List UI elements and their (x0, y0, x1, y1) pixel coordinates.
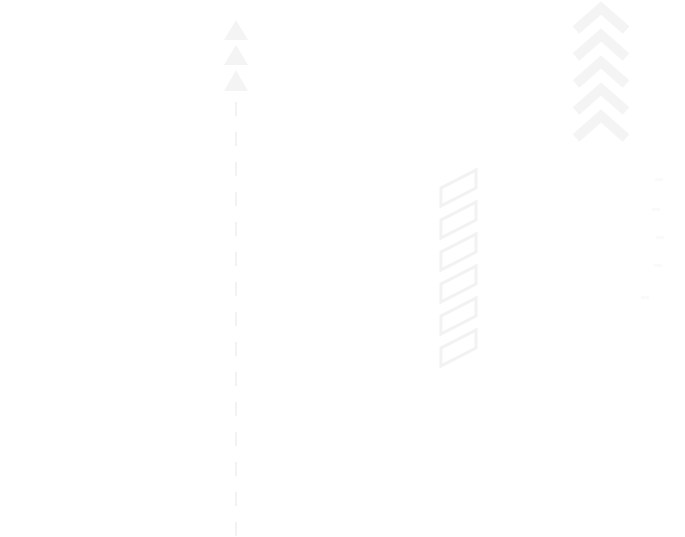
chevron-up-icon (572, 82, 630, 115)
slash-stripe-icon (439, 231, 478, 273)
faint-mark-icon (652, 208, 660, 211)
triangle-stack-icon (224, 20, 248, 91)
slash-stripe-icon (439, 327, 478, 369)
chevron-up-icon (572, 55, 630, 88)
triangle-up-icon (224, 45, 248, 65)
slash-stripe-icon (439, 263, 478, 305)
faint-mark-icon (655, 178, 663, 181)
slash-stripe-icon (439, 295, 478, 337)
chevron-up-icon (572, 1, 630, 34)
faint-mark-icons (641, 178, 664, 299)
faint-mark-icon (656, 236, 664, 239)
triangle-up-icon (224, 20, 248, 40)
chevron-stack-icon (572, 1, 630, 142)
chevron-up-icon (572, 109, 630, 142)
slash-stripe-icon (439, 167, 478, 209)
slash-stack-icon (439, 167, 478, 369)
chevron-up-icon (572, 28, 630, 61)
faint-mark-icon (641, 296, 649, 299)
faint-mark-icon (654, 264, 662, 267)
slash-stripe-icon (439, 199, 478, 241)
triangle-up-icon (224, 70, 248, 91)
